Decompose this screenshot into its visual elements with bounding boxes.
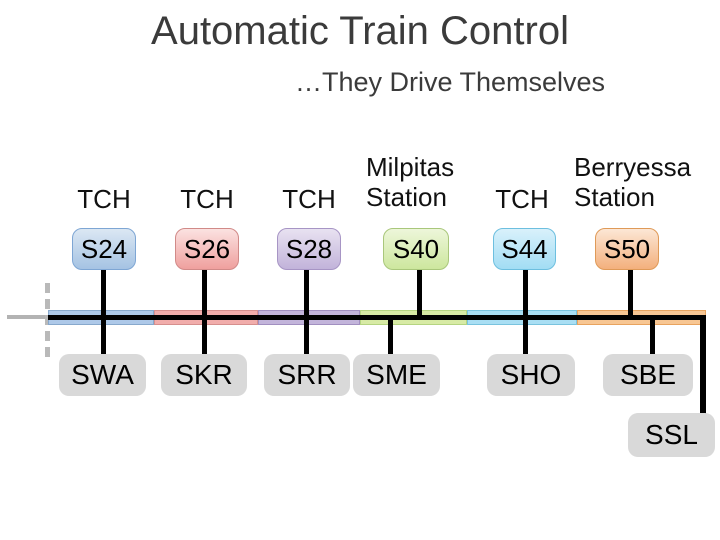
tch-label-s44: TCH (495, 184, 549, 214)
tch-label-s26: TCH (180, 184, 234, 214)
connector-ssl (700, 317, 706, 415)
tch-label-s24: TCH (77, 184, 131, 214)
wayside-box-sho: SHO (487, 354, 575, 396)
station-box-s24: S24 (72, 228, 136, 270)
tch-label-s28: TCH (282, 184, 336, 214)
wayside-box-swa: SWA (59, 354, 146, 396)
connector-s28 (304, 267, 309, 320)
station-box-s44: S44 (493, 228, 556, 270)
connector-s50 (628, 267, 633, 320)
left-guide-line (7, 315, 48, 319)
station-box-s28: S28 (277, 228, 341, 270)
wayside-box-skr: SKR (161, 354, 247, 396)
connector-swa (101, 318, 106, 355)
connector-srr (304, 318, 309, 355)
wayside-box-sme: SME (353, 354, 440, 396)
connector-sme (388, 318, 393, 355)
wayside-box-sbe: SBE (603, 354, 693, 396)
station-name-berryessa: Berryessa Station (574, 152, 692, 212)
connector-s44 (523, 267, 528, 320)
wayside-box-ssl: SSL (628, 413, 715, 457)
station-box-s26: S26 (175, 228, 239, 270)
track-main-line (48, 315, 706, 320)
station-name-milpitas: Milpitas Station (366, 152, 455, 212)
connector-s24 (101, 267, 106, 320)
connector-s26 (202, 267, 207, 320)
dashed-boundary-line (45, 283, 50, 361)
connector-sho (523, 318, 528, 355)
wayside-box-srr: SRR (264, 354, 350, 396)
connector-sbe (650, 318, 655, 355)
connector-s40 (417, 267, 422, 320)
connector-skr (202, 318, 207, 355)
station-box-s40: S40 (383, 228, 449, 270)
station-box-s50: S50 (595, 228, 659, 270)
page-subtitle: …They Drive Themselves (294, 67, 606, 97)
page-title: Automatic Train Control (151, 9, 569, 53)
